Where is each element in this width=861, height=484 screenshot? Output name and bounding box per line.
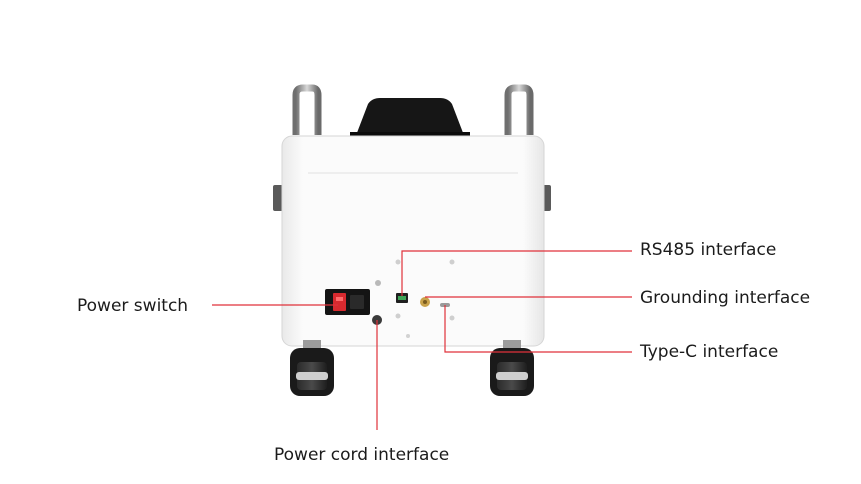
rear-panel [375, 259, 455, 338]
callout-lines [212, 250, 632, 430]
rs485-port [396, 293, 408, 303]
rs485-leader [401, 250, 632, 296]
power-switch-module [325, 289, 370, 315]
left-handle [292, 84, 322, 135]
left-caster [290, 340, 334, 396]
typec-interface-label: Type-C interface [640, 342, 779, 362]
grounding-terminal [420, 297, 430, 307]
power-switch-label: Power switch [77, 296, 189, 316]
main-body [281, 135, 545, 347]
power-cord-interface-label: Power cord interface [274, 445, 450, 465]
grounding-interface-label: Grounding interface [640, 288, 811, 308]
left-latch [273, 185, 283, 211]
right-caster [490, 340, 534, 396]
right-handle [504, 84, 534, 135]
typec-leader [444, 305, 632, 353]
top-dome [350, 98, 470, 138]
rs485-interface-label: RS485 interface [640, 240, 777, 260]
